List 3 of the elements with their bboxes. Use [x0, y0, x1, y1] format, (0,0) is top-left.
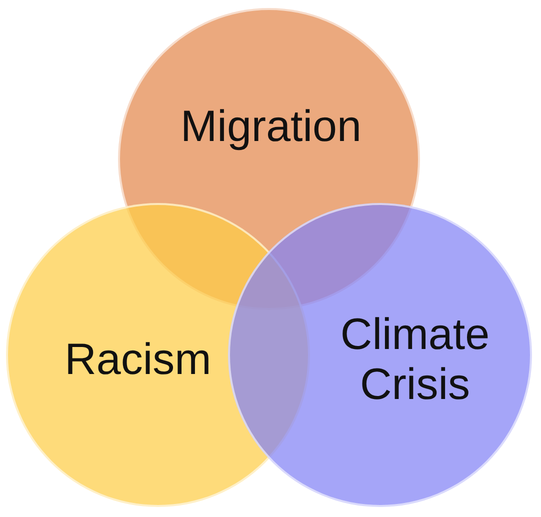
- circle-label: Climate Crisis: [339, 310, 491, 410]
- circle-label: Migration: [180, 102, 362, 152]
- circle-label: Racism: [64, 335, 212, 385]
